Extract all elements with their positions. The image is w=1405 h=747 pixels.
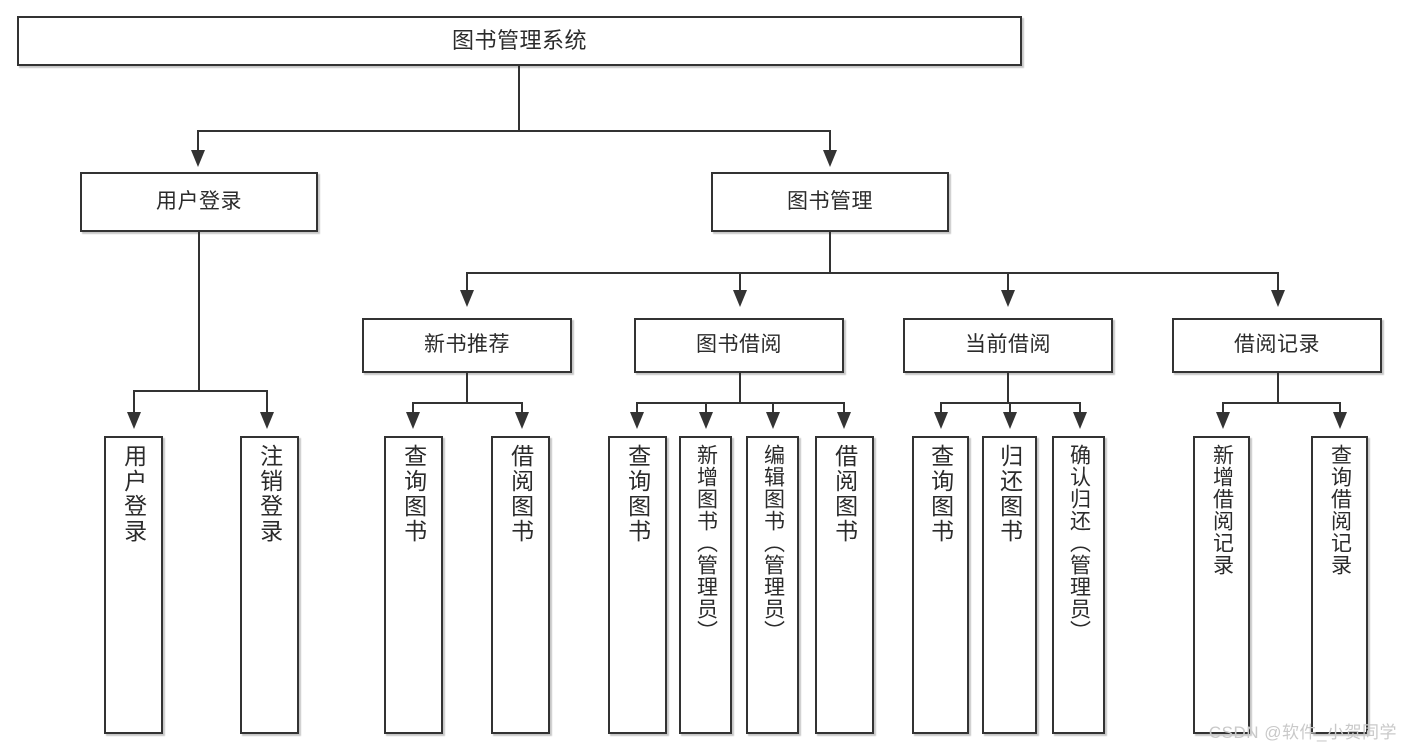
node-new-book-recommend[interactable]: 新书推荐 xyxy=(362,318,572,373)
connector-user-login-stem xyxy=(198,232,200,390)
connector-cb-child-1 xyxy=(940,402,942,417)
arrowhead-leaf-borrow-book-2 xyxy=(837,412,851,429)
connector-nbr-child-2 xyxy=(521,402,523,417)
node-label: 查询图书 xyxy=(400,444,427,544)
node-leaf-confirm-return[interactable]: 确认归还（管理员） xyxy=(1052,436,1105,734)
arrowhead-leaf-logout xyxy=(260,412,274,429)
connector-to-borrow-record xyxy=(1277,272,1279,294)
node-current-borrow[interactable]: 当前借阅 xyxy=(903,318,1113,373)
arrowhead-book-borrow xyxy=(733,290,747,307)
arrowhead-book-manage xyxy=(823,150,837,167)
arrowhead-leaf-edit-book xyxy=(766,412,780,429)
arrowhead-leaf-add-book xyxy=(699,412,713,429)
node-label: 查询图书 xyxy=(927,444,954,544)
arrowhead-current-borrow xyxy=(1001,290,1015,307)
arrowhead-leaf-query-record xyxy=(1333,412,1347,429)
connector-bb-child-4 xyxy=(843,402,845,417)
node-label: 借阅图书 xyxy=(507,444,534,544)
node-label: 确认归还（管理员） xyxy=(1067,444,1091,642)
node-leaf-borrow-book-2[interactable]: 借阅图书 xyxy=(815,436,874,734)
connector-borrow-record-bus xyxy=(1222,402,1339,404)
connector-new-book-rec-stem xyxy=(466,373,468,402)
connector-br-child-2 xyxy=(1339,402,1341,417)
connector-book-borrow-stem xyxy=(739,373,741,402)
connector-current-borrow-stem xyxy=(1007,373,1009,402)
arrowhead-borrow-record xyxy=(1271,290,1285,307)
node-label: 借阅图书 xyxy=(831,444,858,544)
node-leaf-query-record[interactable]: 查询借阅记录 xyxy=(1311,436,1368,734)
node-label: 新书推荐 xyxy=(424,333,510,357)
node-leaf-user-login[interactable]: 用户登录 xyxy=(104,436,163,734)
node-leaf-add-book[interactable]: 新增图书（管理员） xyxy=(679,436,732,734)
arrowhead-leaf-query-book-2 xyxy=(630,412,644,429)
node-label: 借阅记录 xyxy=(1234,333,1320,357)
node-label: 图书管理 xyxy=(787,189,873,213)
node-label: 注销登录 xyxy=(256,444,283,544)
connector-root-to-user-login xyxy=(197,130,199,155)
connector-nbr-child-1 xyxy=(412,402,414,417)
node-root-book-management-system[interactable]: 图书管理系统 xyxy=(17,16,1022,66)
node-book-borrow[interactable]: 图书借阅 xyxy=(634,318,844,373)
node-leaf-query-book-2[interactable]: 查询图书 xyxy=(608,436,667,734)
node-label: 归还图书 xyxy=(996,444,1023,544)
arrowhead-new-book-rec xyxy=(460,290,474,307)
node-leaf-add-record[interactable]: 新增借阅记录 xyxy=(1193,436,1250,734)
connector-book-borrow-bus xyxy=(636,402,843,404)
arrowhead-user-login xyxy=(191,150,205,167)
arrowhead-leaf-borrow-book-1 xyxy=(515,412,529,429)
connector-user-login-bus xyxy=(133,390,266,392)
node-leaf-logout[interactable]: 注销登录 xyxy=(240,436,299,734)
node-label: 用户登录 xyxy=(120,444,147,544)
arrowhead-leaf-user-login xyxy=(127,412,141,429)
connector-cb-child-2 xyxy=(1009,402,1011,417)
connector-user-login-left xyxy=(133,390,135,417)
node-book-management[interactable]: 图书管理 xyxy=(711,172,949,232)
connector-new-book-rec-bus xyxy=(412,402,521,404)
connector-bb-child-1 xyxy=(636,402,638,417)
connector-br-child-1 xyxy=(1222,402,1224,417)
arrowhead-leaf-confirm-return xyxy=(1073,412,1087,429)
connector-cb-child-3 xyxy=(1079,402,1081,417)
node-label: 当前借阅 xyxy=(965,333,1051,357)
connector-bb-child-2 xyxy=(705,402,707,417)
node-label: 新增图书（管理员） xyxy=(694,444,718,642)
connector-book-manage-bus xyxy=(466,272,1278,274)
node-label: 编辑图书（管理员） xyxy=(761,444,785,642)
node-leaf-query-book-3[interactable]: 查询图书 xyxy=(912,436,969,734)
node-label: 新增借阅记录 xyxy=(1210,444,1234,576)
connector-root-bus xyxy=(197,130,831,132)
watermark-csdn: CSDN @软件_小贺同学 xyxy=(1208,723,1397,742)
arrowhead-leaf-add-record xyxy=(1216,412,1230,429)
node-label: 图书借阅 xyxy=(696,333,782,357)
node-leaf-edit-book[interactable]: 编辑图书（管理员） xyxy=(746,436,799,734)
connector-user-login-right xyxy=(266,390,268,417)
node-label: 用户登录 xyxy=(156,189,242,213)
node-label: 查询借阅记录 xyxy=(1328,444,1352,576)
connector-borrow-record-stem xyxy=(1277,373,1279,402)
connector-to-new-book-rec xyxy=(466,272,468,294)
connector-to-book-borrow xyxy=(739,272,741,294)
connector-to-current-borrow xyxy=(1007,272,1009,294)
node-leaf-return-book[interactable]: 归还图书 xyxy=(982,436,1037,734)
connector-bb-child-3 xyxy=(772,402,774,417)
node-user-login[interactable]: 用户登录 xyxy=(80,172,318,232)
node-leaf-query-book-1[interactable]: 查询图书 xyxy=(384,436,443,734)
arrowhead-leaf-query-book-3 xyxy=(934,412,948,429)
node-label: 查询图书 xyxy=(624,444,651,544)
connector-root-stem xyxy=(518,66,520,130)
node-borrow-record[interactable]: 借阅记录 xyxy=(1172,318,1382,373)
connector-book-manage-stem xyxy=(829,232,831,272)
arrowhead-leaf-query-book-1 xyxy=(406,412,420,429)
connector-root-to-book-manage xyxy=(829,130,831,155)
node-leaf-borrow-book-1[interactable]: 借阅图书 xyxy=(491,436,550,734)
arrowhead-leaf-return-book xyxy=(1003,412,1017,429)
node-label: 图书管理系统 xyxy=(451,28,587,54)
